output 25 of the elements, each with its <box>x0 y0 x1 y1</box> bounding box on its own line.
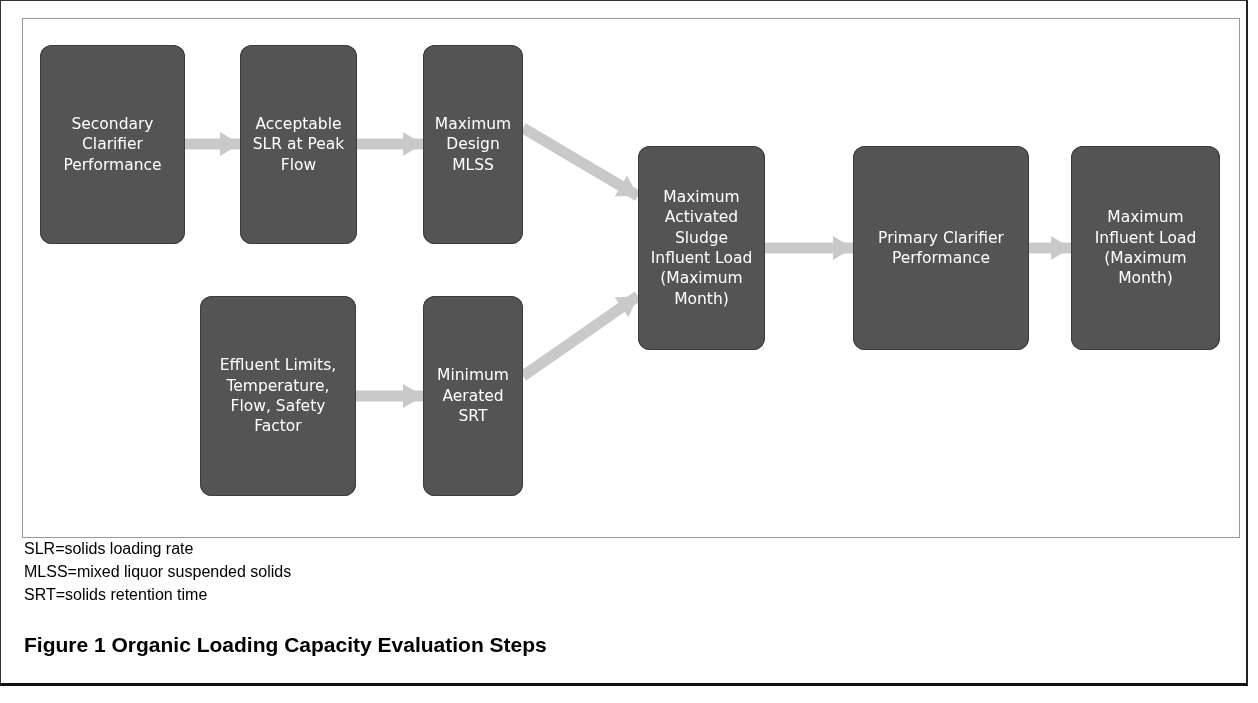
arrow <box>765 236 853 260</box>
abbreviation-note: SRT=solids retention time <box>24 586 208 604</box>
figure-caption: Figure 1 Organic Loading Capacity Evaluation Steps <box>24 633 547 657</box>
process-box <box>423 45 523 244</box>
process-box <box>423 296 523 496</box>
process-box <box>1071 146 1220 350</box>
step-text: Primary Clarifier Performance <box>877 227 1005 269</box>
arrow <box>1029 236 1071 260</box>
step-text: Maximum Design MLSS <box>433 113 513 176</box>
process-box <box>638 146 765 350</box>
arrow <box>357 132 423 156</box>
step-text: Maximum Activated Sludge Influent Load (Maximum Month) <box>649 186 754 310</box>
process-box <box>853 146 1029 350</box>
step-text: Maximum Influent Load (Maximum Month) <box>1093 207 1198 289</box>
step-text: Minimum Aerated SRT <box>436 365 510 427</box>
step-text: Effluent Limits, Temperature, Flow, Safety Factor <box>218 355 338 437</box>
process-box <box>40 45 185 244</box>
step-text: Secondary Clarifier Performance <box>62 113 163 176</box>
process-box <box>200 296 356 496</box>
arrow <box>356 384 423 408</box>
abbreviation-note: MLSS=mixed liquor suspended solids <box>24 563 292 581</box>
abbreviation-note: SLR=solids loading rate <box>24 540 194 558</box>
step-text: Acceptable SLR at Peak Flow <box>251 113 346 176</box>
process-box <box>240 45 357 244</box>
arrow <box>185 132 240 156</box>
